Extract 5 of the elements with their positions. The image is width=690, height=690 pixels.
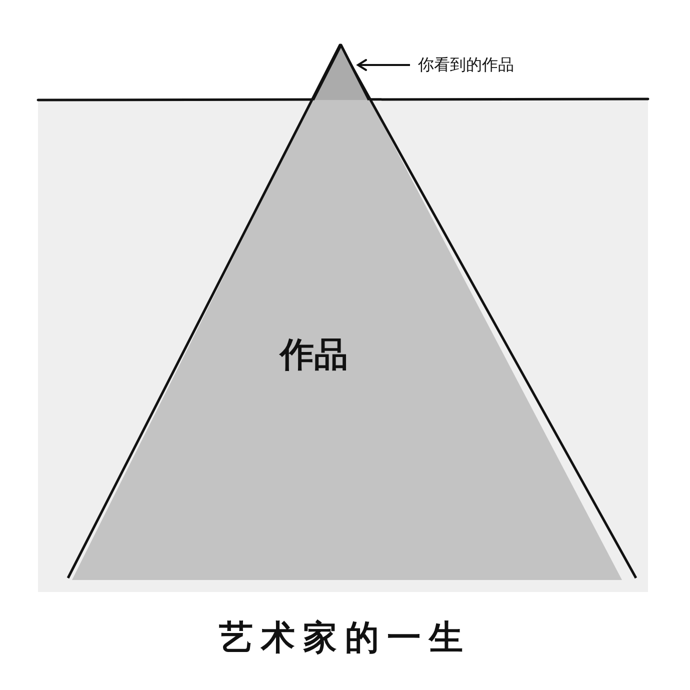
caption: 艺术家的一生 [218, 617, 472, 660]
triangle-label: 作品 [280, 334, 348, 377]
callout-text: 你看到的作品 [418, 52, 558, 78]
iceberg-tip [312, 45, 370, 101]
arrow [357, 59, 410, 71]
